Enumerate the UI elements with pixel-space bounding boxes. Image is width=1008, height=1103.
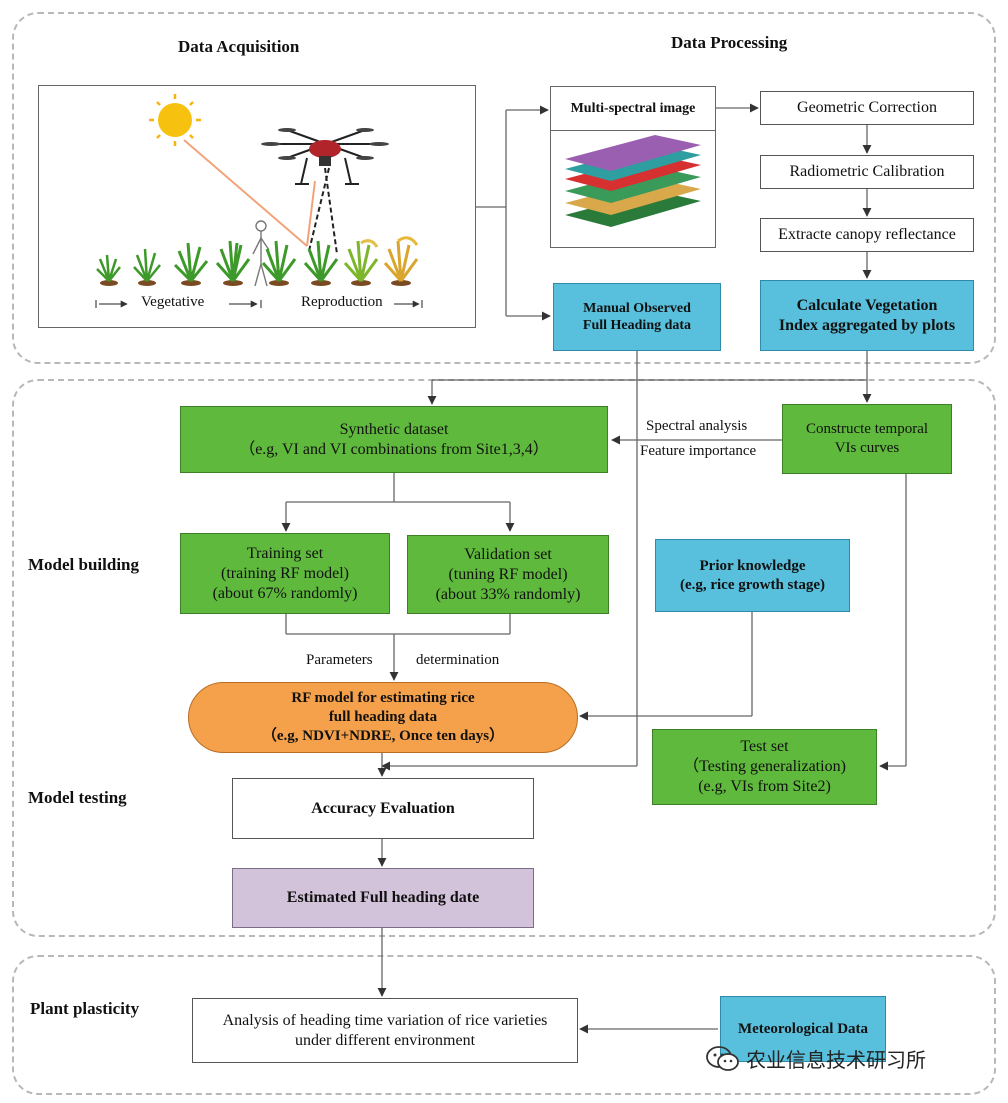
- rf-model-line1: RF model for estimating rice: [291, 690, 475, 707]
- watermark-text: 农业信息技术研习所: [746, 1048, 926, 1072]
- estimated-heading-label: Estimated Full heading date: [286, 889, 480, 906]
- rf-model-line3: （e.g, NDVI+NDRE, Once ten days）: [261, 727, 505, 744]
- analysis-line2: under different environment: [294, 1031, 476, 1049]
- rf-model-box: RF model for estimating rice full headin…: [188, 682, 578, 753]
- temporal-curves-line1: Constructe temporal: [805, 421, 929, 438]
- calculate-vi-line2: Index aggregated by plots: [778, 316, 956, 334]
- radiometric-calibration-label: Radiometric Calibration: [789, 163, 945, 180]
- acquisition-illustration: Vegetative Reproduction: [38, 85, 476, 328]
- calculate-vi-box: Calculate Vegetation Index aggregated by…: [760, 280, 974, 351]
- test-set-box: Test set （Testing generalization) (e.g, …: [652, 729, 877, 805]
- manual-observed-line2: Full Heading data: [582, 318, 692, 333]
- model-building-heading: Model building: [28, 555, 140, 574]
- validation-set-line2: (tuning RF model): [448, 565, 568, 583]
- training-set-box: Training set (training RF model) (about …: [180, 533, 390, 614]
- test-set-line2: （Testing generalization): [683, 758, 846, 775]
- training-set-line3: (about 67% randomly): [212, 584, 358, 602]
- prior-knowledge-line1: Prior knowledge: [699, 557, 806, 574]
- analysis-line1: Analysis of heading time variation of ri…: [222, 1011, 548, 1029]
- training-set-line2: (training RF model): [221, 564, 349, 582]
- training-set-line1: Training set: [246, 544, 324, 562]
- meteorological-data-label: Meteorological Data: [737, 1020, 869, 1037]
- wechat-icon: [706, 1045, 739, 1071]
- spectral-analysis-label: Spectral analysis: [646, 418, 748, 434]
- manual-observed-box: Manual Observed Full Heading data: [553, 283, 721, 351]
- test-set-line1: Test set: [740, 738, 789, 755]
- extract-reflectance-label: Extracte canopy reflectance: [778, 226, 956, 243]
- vegetative-label: Vegetative: [141, 294, 205, 310]
- manual-observed-line1: Manual Observed: [583, 300, 691, 316]
- validation-set-line3: (about 33% randomly): [435, 585, 581, 603]
- multispectral-title: Multi-spectral image: [551, 87, 715, 131]
- validation-set-line1: Validation set: [464, 545, 552, 563]
- rice-plants-icon: [96, 236, 419, 286]
- analysis-box: Analysis of heading time variation of ri…: [192, 998, 578, 1063]
- temporal-curves-box: Constructe temporal VIs curves: [782, 404, 952, 474]
- accuracy-evaluation-box: Accuracy Evaluation: [232, 778, 534, 839]
- drone-icon: [261, 128, 389, 185]
- plant-plasticity-heading: Plant plasticity: [30, 999, 140, 1018]
- accuracy-evaluation-label: Accuracy Evaluation: [311, 799, 455, 817]
- watermark: 农业信息技术研习所: [706, 1044, 926, 1073]
- test-set-line3: (e.g, VIs from Site2): [698, 778, 831, 795]
- radiometric-calibration-box: Radiometric Calibration: [760, 155, 974, 189]
- prior-knowledge-box: Prior knowledge (e.g, rice growth stage): [655, 539, 850, 612]
- data-processing-heading: Data Processing: [671, 33, 788, 52]
- estimated-heading-box: Estimated Full heading date: [232, 868, 534, 928]
- model-testing-heading: Model testing: [28, 788, 127, 807]
- geometric-correction-box: Geometric Correction: [760, 91, 974, 125]
- determination-label: determination: [416, 652, 500, 668]
- synthetic-dataset-line1: Synthetic dataset: [339, 420, 449, 438]
- meteorological-data-box: Meteorological Data: [720, 996, 886, 1062]
- synthetic-dataset-box: Synthetic dataset （e.g, VI and VI combin…: [180, 406, 608, 473]
- data-panel: [12, 12, 996, 364]
- calculate-vi-line1: Calculate Vegetation: [796, 296, 938, 314]
- extract-reflectance-box: Extracte canopy reflectance: [760, 218, 974, 252]
- reproduction-label: Reproduction: [301, 294, 383, 310]
- geometric-correction-label: Geometric Correction: [797, 99, 937, 116]
- parameters-label: Parameters: [306, 652, 373, 668]
- prior-knowledge-line2: (e.g, rice growth stage): [679, 576, 826, 593]
- sun-icon: [149, 94, 201, 146]
- image-layers-icon: [565, 135, 701, 227]
- plasticity-panel: [12, 955, 996, 1095]
- validation-set-box: Validation set (tuning RF model) (about …: [407, 535, 609, 614]
- synthetic-dataset-line2: （e.g, VI and VI combinations from Site1,…: [239, 440, 549, 458]
- person-icon: [252, 220, 270, 287]
- temporal-curves-line2: VIs curves: [834, 440, 900, 456]
- data-acquisition-heading: Data Acquisition: [178, 37, 300, 56]
- rf-model-line2: full heading data: [328, 709, 438, 726]
- multispectral-image-box: Multi-spectral image: [550, 86, 716, 248]
- field-scene: [95, 94, 423, 308]
- feature-importance-label: Feature importance: [640, 443, 757, 459]
